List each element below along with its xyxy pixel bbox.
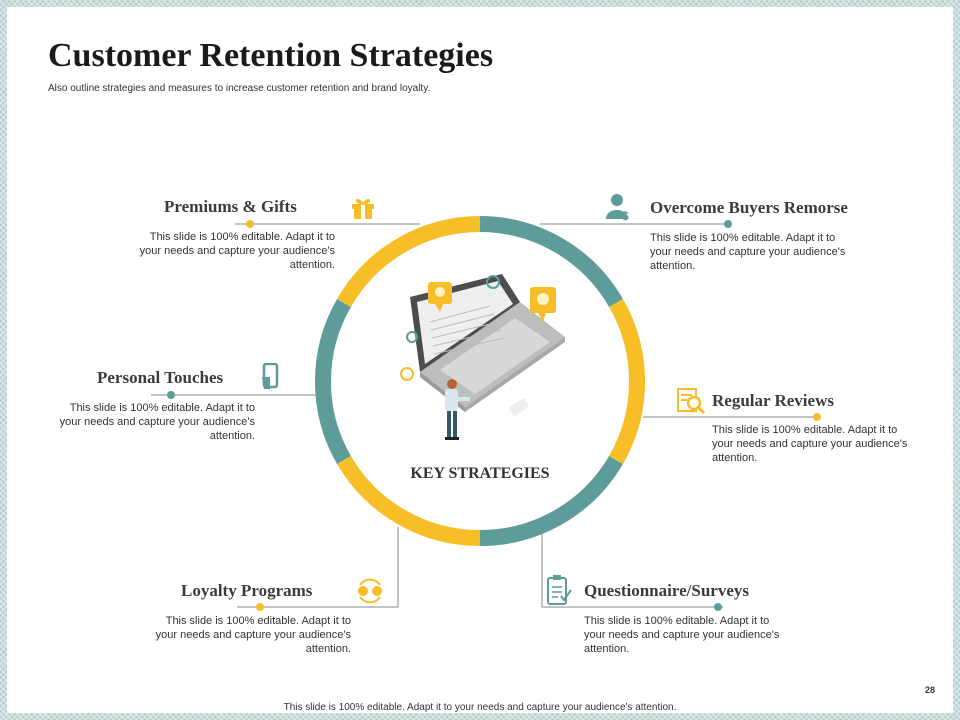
dot-personal-touches [167, 391, 175, 399]
strategy-title-loyalty: Loyalty Programs [181, 581, 313, 600]
gift-icon [352, 198, 374, 219]
strategy-title-buyers-remorse: Overcome Buyers Remorse [650, 198, 848, 217]
strategy-ring [151, 216, 821, 611]
dot-regular-reviews [813, 413, 821, 421]
ring-segment-right [609, 299, 646, 464]
strategy-title-personal-touches: Personal Touches [97, 368, 224, 387]
strategy-desc-questionnaire: This slide is 100% editable. Adapt it to… [584, 615, 780, 655]
dot-premiums [246, 220, 254, 228]
clipboard-checklist-icon [547, 575, 572, 605]
page-number: 28 [925, 685, 936, 695]
laptop-illustration [400, 274, 565, 440]
ring-segment-bottom-left [337, 455, 481, 547]
dot-buyers-remorse [724, 220, 732, 228]
document-search-icon [677, 388, 706, 415]
strategy-desc-loyalty: This slide is 100% editable. Adapt it to… [155, 615, 351, 655]
page-title: Customer Retention Strategies [48, 37, 494, 74]
strategy-desc-personal-touches: This slide is 100% editable. Adapt it to… [59, 402, 255, 442]
strategy-title-regular-reviews: Regular Reviews [712, 391, 834, 410]
strategy-desc-premiums: This slide is 100% editable. Adapt it to… [139, 231, 335, 271]
ring-segment-top-left [337, 216, 481, 308]
ring-segment-left [314, 299, 351, 464]
page-subtitle: Also outline strategies and measures to … [48, 83, 431, 94]
loyalty-cycle-icon [358, 578, 382, 604]
strategy-desc-buyers-remorse: This slide is 100% editable. Adapt it to… [650, 232, 846, 272]
ring-segment-bottom-right [479, 455, 623, 547]
connector-questionnaire [541, 527, 723, 608]
dot-loyalty [256, 603, 264, 611]
footer-note: This slide is 100% editable. Adapt it to… [283, 702, 677, 713]
svg-text:$: $ [622, 209, 629, 221]
dot-questionnaire [714, 603, 722, 611]
connector-loyalty [237, 527, 399, 608]
ring-segment-top-right [479, 216, 623, 308]
slide: Customer Retention Strategies Also outli… [7, 7, 953, 713]
hand-touch-icon [262, 363, 279, 389]
strategy-title-questionnaire: Questionnaire/Surveys [584, 581, 749, 600]
user-dollar-icon: $ [606, 194, 629, 221]
strategy-title-premiums: Premiums & Gifts [164, 197, 297, 216]
strategy-desc-regular-reviews: This slide is 100% editable. Adapt it to… [712, 424, 908, 464]
center-label: KEY STRATEGIES [410, 465, 550, 482]
